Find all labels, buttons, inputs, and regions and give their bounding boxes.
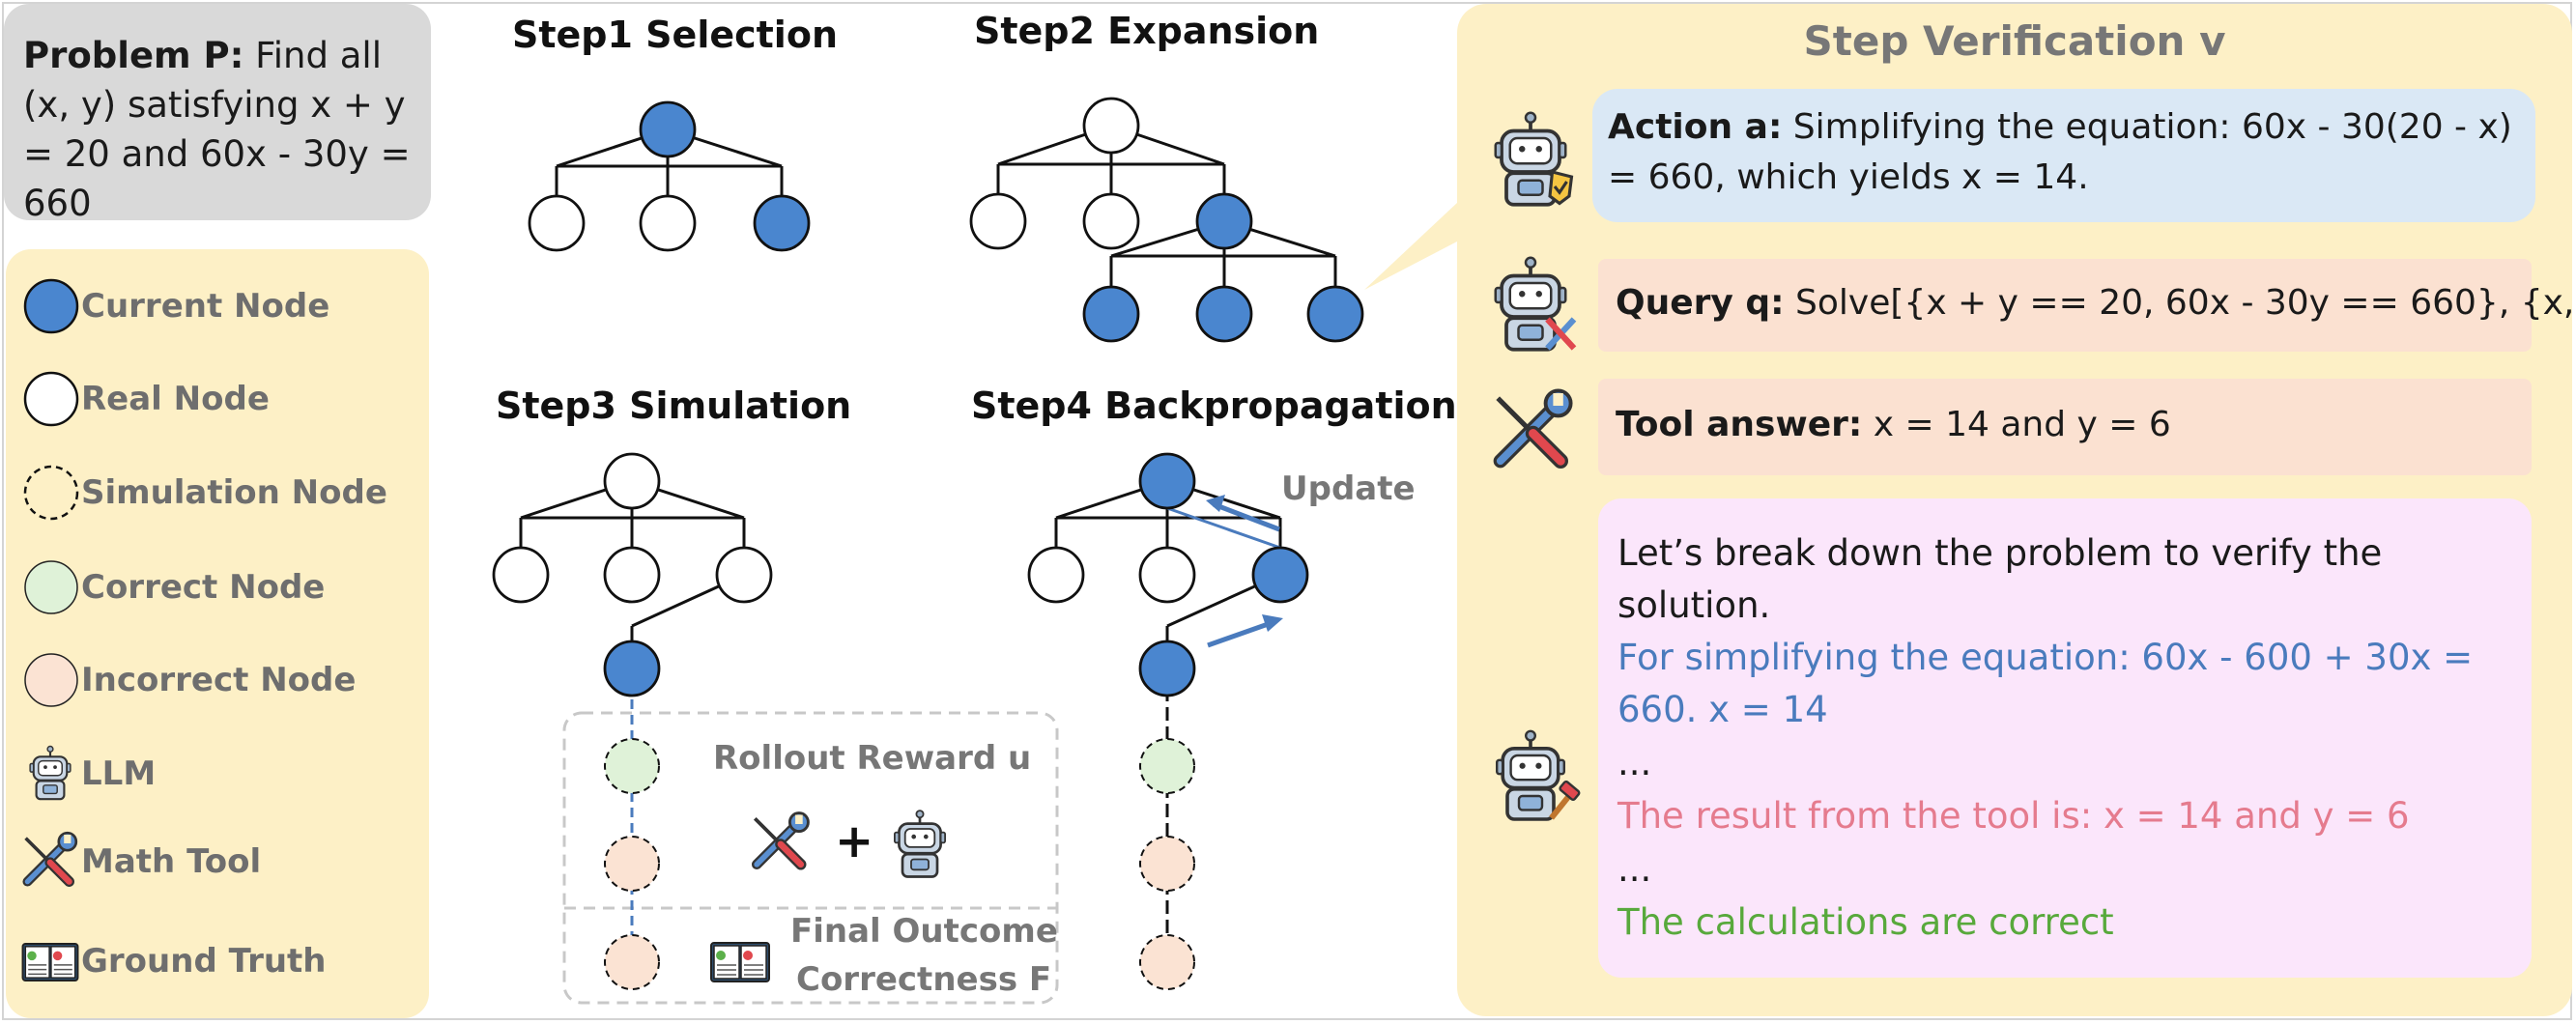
tree-node — [1082, 192, 1140, 250]
plus-sign: + — [835, 814, 874, 868]
real-node-circle — [23, 371, 79, 427]
verify-line-ellipsis-2: ... — [1617, 848, 1652, 890]
legend-label: Correct Node — [81, 568, 326, 607]
legend-label: Incorrect Node — [81, 661, 357, 699]
query-text: Solve[{x + y == 20, 60x - 30y == 660}, {… — [1795, 283, 2576, 323]
tree-node — [604, 934, 660, 990]
final-outcome-line2: Correctness F — [796, 960, 1052, 999]
legend-item: Ground Truth — [0, 927, 415, 995]
tree-node — [1306, 285, 1364, 343]
checklist-book-icon — [710, 942, 770, 982]
query-card: Query q: Solve[{x + y == 20, 60x - 30y =… — [1598, 259, 2576, 352]
legend-label: LLM — [81, 754, 157, 793]
tree-node — [603, 640, 661, 697]
tool-answer-card: Tool answer: x = 14 and y = 6 — [1598, 379, 2532, 475]
tree-node — [604, 738, 660, 794]
checklist-book-icon — [21, 943, 79, 981]
checklist-book-icon — [21, 943, 79, 981]
verification-title: Step Verification v — [1803, 17, 2226, 65]
legend-item: Math Tool — [0, 828, 415, 896]
legend-item: Simulation Node — [0, 459, 415, 526]
step3-title: Step3 Simulation — [496, 384, 852, 427]
tree-node — [492, 546, 550, 604]
tree-node — [1138, 546, 1196, 604]
tree-node — [528, 194, 586, 252]
tree-node — [1139, 738, 1195, 794]
update-arrow — [1213, 501, 1280, 532]
tree-node — [1082, 285, 1140, 343]
query-label: Query q: — [1616, 283, 1785, 323]
correct-node-circle — [24, 560, 78, 614]
step4-title: Step4 Backpropagation — [971, 384, 1457, 427]
problem-label: Problem P: — [23, 35, 244, 76]
legend-item: Correct Node — [0, 554, 415, 621]
problem-text: Find all (x, y) satisfying x + y = 20 an… — [23, 35, 411, 224]
legend-item: Real Node — [0, 365, 415, 433]
simulation-box — [562, 711, 1059, 1005]
backprop-edge — [1166, 506, 1281, 550]
update-label: Update — [1281, 469, 1416, 508]
tree-node — [1139, 934, 1195, 990]
update-arrow — [1207, 619, 1274, 648]
legend-label: Ground Truth — [81, 942, 327, 981]
action-label: Action a: — [1608, 107, 1783, 147]
tree-node — [603, 452, 661, 510]
legend-label: Simulation Node — [81, 473, 387, 512]
update-arrowhead — [1262, 614, 1283, 632]
wrench-screwdriver-icon — [22, 831, 78, 888]
wrench-screwdriver-icon — [751, 811, 810, 870]
rollout-reward-label: Rollout Reward u — [713, 739, 1032, 778]
tree-node — [1027, 546, 1085, 604]
step1-title: Step1 Selection — [512, 14, 838, 56]
current-node-circle — [23, 278, 79, 334]
legend-label: Current Node — [81, 287, 330, 326]
tree-node — [639, 194, 697, 252]
tree-node — [603, 546, 661, 604]
robot-icon — [893, 810, 947, 878]
verify-line-ellipsis-1: ... — [1617, 742, 1652, 783]
action-card: Action a: Simplifying the equation: 60x … — [1592, 89, 2535, 222]
tree-node — [604, 836, 660, 892]
tool-answer-label: Tool answer: — [1616, 405, 1863, 444]
tree-node — [715, 546, 773, 604]
legend-panel — [6, 249, 429, 1018]
legend-item: Incorrect Node — [0, 646, 415, 714]
tree-node — [969, 192, 1027, 250]
robot-icon — [29, 745, 72, 801]
tree-node — [1082, 97, 1140, 155]
step2-title: Step2 Expansion — [974, 10, 1320, 52]
tree-node — [1195, 192, 1253, 250]
tree-node — [1251, 546, 1309, 604]
mcts-trees — [492, 97, 1457, 1005]
verification-output-card: Let’s break down the problem to verify t… — [1598, 498, 2532, 978]
simulation-node-circle — [23, 465, 79, 521]
robot-icon — [29, 745, 72, 801]
tool-answer-text: x = 14 and y = 6 — [1873, 405, 2171, 444]
tree-node — [1138, 640, 1196, 697]
verify-line-tool-result: The result from the tool is: x = 14 and … — [1617, 795, 2410, 837]
callout-pointer — [1364, 203, 1457, 290]
verify-line-intro: Let’s break down the problem to verify t… — [1617, 532, 2383, 626]
tree-node — [1138, 452, 1196, 510]
tree-node — [639, 100, 697, 158]
legend-item: Current Node — [0, 272, 415, 340]
tree-node — [1139, 836, 1195, 892]
wrench-screwdriver-icon — [22, 831, 78, 888]
legend-label: Math Tool — [81, 842, 262, 881]
action-text: Simplifying the equation: 60x - 30(20 - … — [1608, 107, 2512, 197]
final-outcome-line1: Final Outcome — [790, 912, 1058, 951]
incorrect-node-circle — [24, 653, 78, 707]
problem-box: Problem P: Find all (x, y) satisfying x … — [4, 4, 431, 224]
tree-node — [753, 194, 811, 252]
legend-label: Real Node — [81, 380, 270, 418]
verify-line-conclusion: The calculations are correct — [1617, 901, 2114, 943]
update-arrowhead — [1206, 495, 1225, 512]
legend-item: LLM — [0, 740, 415, 808]
verify-line-simplify: For simplifying the equation: 60x - 600 … — [1617, 637, 2474, 730]
tree-node — [1195, 285, 1253, 343]
